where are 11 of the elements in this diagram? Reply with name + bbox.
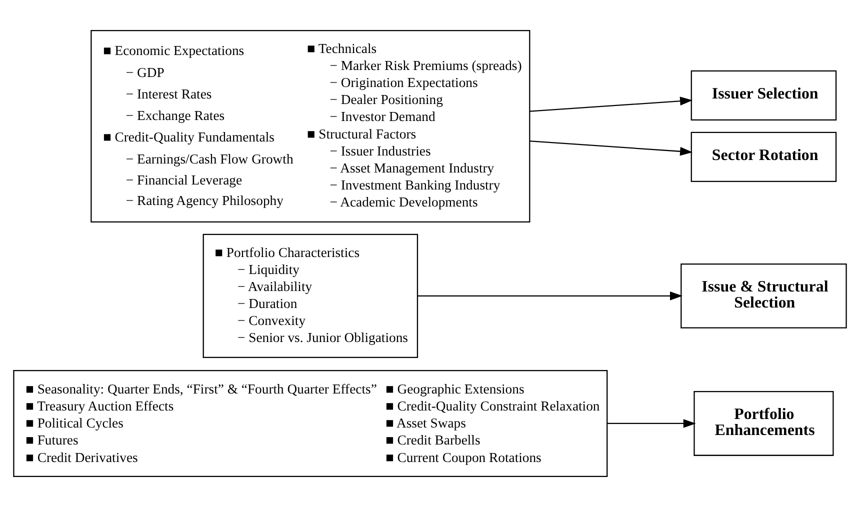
arrow bbox=[417, 291, 682, 300]
arrow bbox=[606, 418, 696, 428]
node-box: ■ Economic Expectations − GDP − Interest Rates − Exchange Rates ■ Credit-Quality Fundamentals − Earnings/Cash Flow Growth − Financial Leverage − Rating Agency Philosophy ■ Technicals − Marker Risk Premiums (spreads) − Origination Expectations − Dealer Positioning − Investor Demand ■ Structural Factors − Issuer Industries − Asset Management Industry − Investment Banking Industry − Academic Developments bbox=[90, 29, 530, 222]
arrow bbox=[529, 96, 692, 112]
node-box: Sector Rotation bbox=[690, 131, 836, 182]
node-box: ■ Portfolio Characteristics − Liquidity − Availability − Duration − Convexity − Senior vs. Junior Obligations bbox=[202, 233, 418, 358]
arrow bbox=[529, 140, 692, 156]
node-box: Issue & Structural Selection bbox=[680, 262, 846, 328]
node-box: Issuer Selection bbox=[690, 70, 836, 120]
node-box: ■ Seasonality: Quarter Ends, “First” & “Fourth Quarter Effects” ■ Treasury Auction Effects ■ Political Cycles ■ Futures ■ Credit Derivatives ■ Geographic Extensions ■ Credit-Quality Constraint Relaxation ■ Asset Swaps ■ Credit Barbells ■ Current Coupon Rotations bbox=[12, 369, 608, 477]
node-box: Portfolio Enhancements bbox=[693, 390, 834, 456]
